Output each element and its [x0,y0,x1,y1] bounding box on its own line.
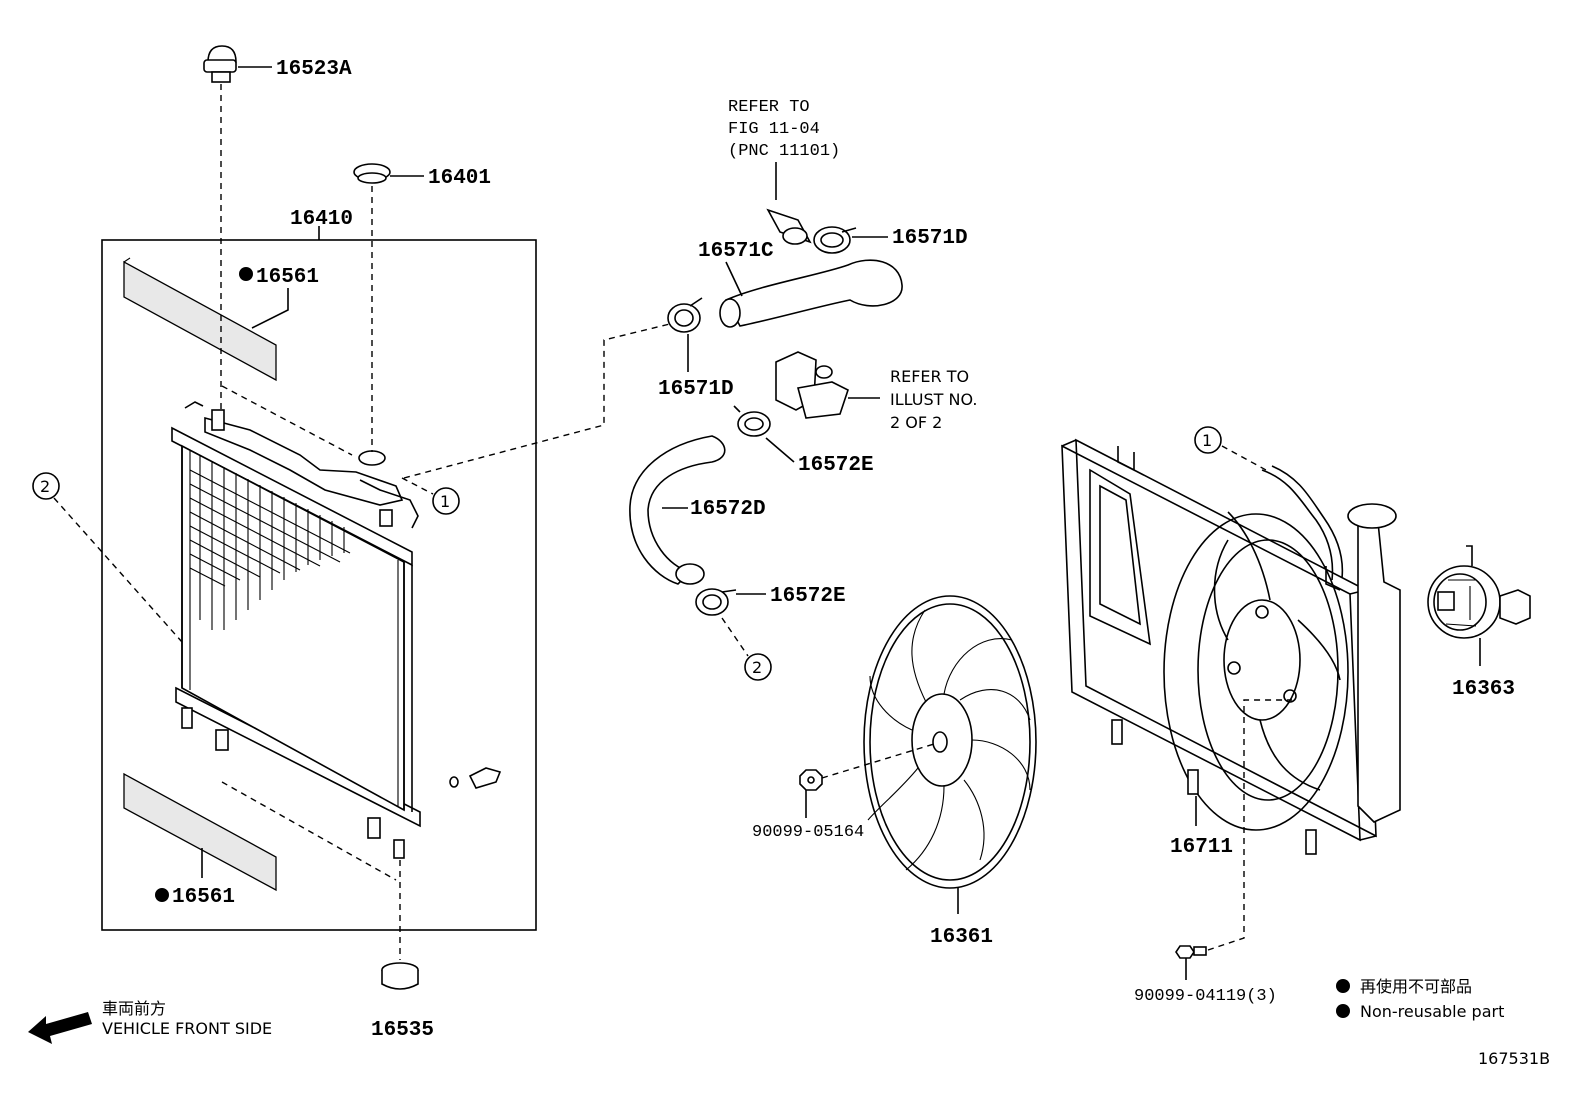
inlet-pipe-part [766,208,812,245]
vehicle-front-arrow-icon [28,1012,92,1044]
circle-marker-1-right: 1 [1202,431,1212,450]
circle-marker-2-left: 2 [40,477,50,496]
air-seal-top-part [123,257,277,382]
cooling-fan-part [863,595,1037,889]
shroud-bolt-part [1175,945,1207,959]
non-reusable-dot-bottom [155,888,169,902]
part-label-16571C: 16571C [698,240,774,263]
drain-cock-part [449,767,502,789]
radiator-exploded-diagram: 16410 16561 16561 [28,45,1550,1068]
legend-non-reusable-english: Non-reusable part [1360,1002,1504,1021]
refer-fig-line1: REFER TO [728,98,810,117]
part-label-16523A: 16523A [276,58,352,81]
legend-non-reusable-japanese: 再使用不可部品 [1360,977,1472,996]
circle-marker-2-right: 2 [752,658,762,677]
fan-nut-part [799,769,823,791]
fan-shroud-part [1061,438,1401,855]
hose-clamp-bottom-part [695,588,737,616]
air-seal-bottom-part [123,772,277,892]
hose-clamp-lower-upper-part [733,405,771,437]
radiator-hose-upper-part [719,259,903,328]
non-reusable-dot-top [239,267,253,281]
radiator-hose-lower-part [629,435,726,585]
part-label-16401: 16401 [428,167,491,190]
refer-illust-line3: 2 OF 2 [890,413,942,432]
circle-marker-1-left: 1 [440,492,450,511]
figure-id: 167531B [1478,1049,1550,1068]
part-label-16363: 16363 [1452,678,1515,701]
refer-illust-line1: REFER TO [890,367,969,386]
legend-dot-japanese [1336,979,1350,993]
part-label-16535: 16535 [371,1019,434,1042]
water-inlet-housing-part [775,351,849,419]
part-label-16711: 16711 [1170,836,1233,859]
part-label-16561-top: 16561 [256,266,319,289]
part-label-16561-bottom: 16561 [172,886,235,909]
refer-illust-line2: ILLUST NO. [890,390,977,409]
part-label-16361: 16361 [930,926,993,949]
direction-japanese: 車両前方 [102,999,166,1018]
hose-clamp-upper-part [813,226,857,254]
part-label-90099-04119: 90099-04119(3) [1134,987,1277,1006]
refer-fig-line2: FIG 11-04 [728,120,820,139]
legend-dot-english [1336,1004,1350,1018]
part-label-90099-05164: 90099-05164 [752,823,864,842]
part-label-16572E-top: 16572E [798,454,874,477]
radiator-cap-part [353,163,391,184]
part-label-16572D: 16572D [690,498,766,521]
radiator-support-cushion-lower-part [381,962,419,990]
part-label-16571D-left: 16571D [658,378,734,401]
radiator-support-cushion-upper-part [203,45,237,83]
radiator-core-part [171,401,421,859]
part-label-16571D-top: 16571D [892,227,968,250]
part-label-16572E-bottom: 16572E [770,585,846,608]
hose-clamp-left-part [667,297,703,333]
direction-english: VEHICLE FRONT SIDE [102,1019,272,1038]
refer-fig-line3: (PNC 11101) [728,142,840,161]
part-label-16410: 16410 [290,208,353,231]
fan-motor-part [1427,545,1531,639]
